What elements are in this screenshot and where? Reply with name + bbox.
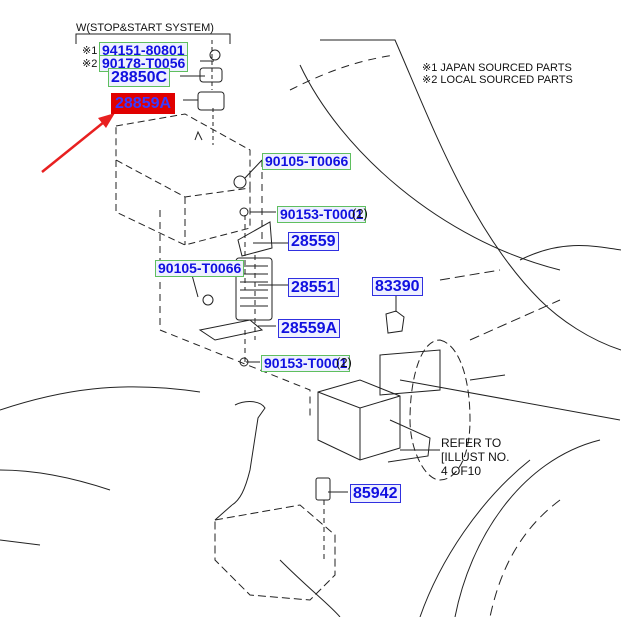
part-link-28551[interactable]: 28551 [288,278,339,297]
bracket-28559 [237,221,273,257]
part-link-28859A-highlighted[interactable]: 28859A [111,93,176,114]
part-link-85942[interactable]: 85942 [350,484,401,503]
part-link-90178-T0056[interactable]: 90178-T0056 [99,55,189,72]
part-link-90153-T0001-top[interactable]: 90153-T0001 [277,206,367,223]
bolt-90153-bottom [239,357,249,367]
wheel-arch [419,459,531,617]
hood-line [320,39,621,351]
relay-85942 [315,477,331,501]
legend-item-2: ※2 LOCAL SOURCED PARTS [422,74,573,86]
master-cylinder [379,349,441,396]
hood-inner-line [299,64,561,271]
washer-filler [231,401,266,506]
part-link-94151-80801[interactable]: 94151-80801 [99,42,188,59]
bracket-28559a [198,319,264,341]
part-link-90153-T0001-bottom[interactable]: 90153-T0001 [261,355,351,372]
part-link-90105-T0066-top[interactable]: 90105-T0066 [262,153,352,170]
part-qty: (2) [352,206,368,221]
refer-note-line: [ILLUST NO. [441,450,510,464]
bracket-28859a [197,91,225,111]
part-prefix-japan: ※1 [82,45,98,57]
bolt-90105-left [202,294,214,306]
switch-83390 [385,310,405,334]
part-link-28559[interactable]: 28559 [288,232,339,251]
bolt-90105 [233,175,247,189]
part-prefix-local: ※2 [82,58,98,70]
part-link-83390[interactable]: 83390 [372,277,423,296]
legend-mark: ※2 [422,74,438,86]
legend-text: LOCAL SOURCED PARTS [440,74,573,86]
red-pointer-arrow [41,113,115,173]
refer-note[interactable]: REFER TO [ILLUST NO. 4 OF10 [441,436,509,478]
legend-text: JAPAN SOURCED PARTS [440,62,572,74]
sensor-28850c [199,67,223,83]
fuse-box [317,379,401,461]
legend-mark: ※1 [422,62,438,74]
fender-top [519,245,621,261]
bolt-94151 [209,49,221,61]
brake-booster [409,339,471,481]
washer-tank [214,504,336,601]
body-line [289,54,396,91]
part-qty: (2) [336,355,352,370]
group-bracket [75,33,231,44]
bolt-90153 [239,207,249,217]
part-link-28559A[interactable]: 28559A [278,319,341,338]
refer-note-line: 4 OF10 [441,464,482,478]
module-28551 [235,257,273,321]
group-title: W(STOP&START SYSTEM) [76,22,214,34]
part-link-28850C[interactable]: 28850C [108,68,171,87]
refer-note-line: REFER TO [441,436,502,450]
part-link-90105-T0066-left[interactable]: 90105-T0066 [155,260,245,277]
legend-item-1: ※1 JAPAN SOURCED PARTS [422,62,572,74]
battery [115,113,251,198]
